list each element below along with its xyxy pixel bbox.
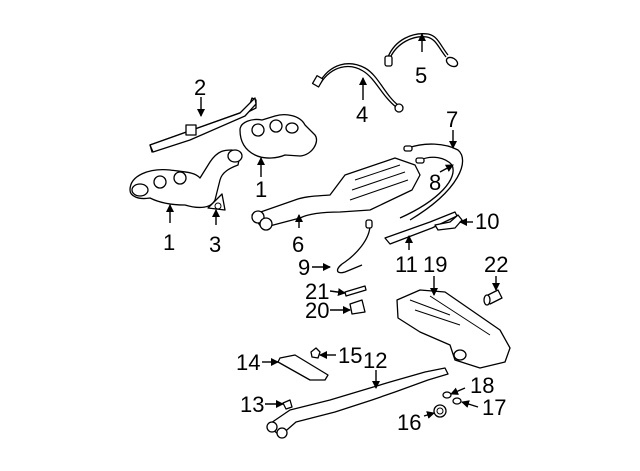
callout-3: 2 — [194, 75, 206, 100]
callout-17: 17 — [482, 395, 506, 420]
callout-5: 5 — [415, 63, 427, 88]
callout-12: 12 — [363, 348, 387, 373]
callout-10: 10 — [475, 209, 499, 234]
callout-8: 7 — [446, 107, 458, 132]
callout-13: 13 — [240, 392, 264, 417]
nut-part-15[interactable] — [310, 347, 321, 359]
heat-shield-part-3[interactable] — [149, 97, 257, 153]
callout-18: 18 — [470, 373, 494, 398]
oxygen-sensor-part-5[interactable] — [384, 33, 459, 69]
bolt-part-13[interactable] — [282, 399, 293, 410]
callout-6: 6 — [292, 232, 304, 257]
seal-part-18[interactable] — [442, 391, 452, 399]
callout-19: 19 — [423, 252, 447, 277]
callout-arrows — [166, 33, 500, 419]
callout-21: 21 — [305, 279, 329, 304]
catalytic-converter-part-6[interactable] — [251, 157, 421, 231]
callout-14: 14 — [236, 350, 260, 375]
sensor-wire-part-8[interactable] — [403, 143, 464, 221]
callout-1-right: 1 — [255, 177, 267, 202]
callout-4: 4 — [356, 102, 368, 127]
exhaust-manifold-left-part-1[interactable] — [129, 149, 243, 209]
muffler-part-19[interactable] — [396, 289, 511, 369]
callout-labels: 2 1 1 3 4 5 7 8 6 9 10 11 19 22 21 20 14… — [163, 63, 508, 435]
oxygen-sensor-part-7[interactable] — [336, 219, 373, 274]
exhaust-manifold-right-part-1[interactable] — [239, 114, 318, 159]
callout-1-left: 1 — [163, 230, 175, 255]
clamp-part-21[interactable] — [344, 285, 367, 297]
heat-shield-part-14[interactable] — [277, 354, 329, 381]
intermediate-pipe-part-12[interactable] — [266, 367, 449, 439]
callout-7: 9 — [298, 255, 310, 280]
callout-16: 16 — [397, 410, 421, 435]
callout-15: 15 — [338, 343, 362, 368]
callout-9: 8 — [429, 170, 441, 195]
oxygen-sensor-part-4[interactable] — [311, 63, 404, 113]
hanger-part-16[interactable] — [433, 404, 447, 418]
seal-part-17[interactable] — [452, 397, 462, 405]
tail-pipe-tip-part-22[interactable] — [483, 289, 503, 306]
callout-11: 11 — [395, 252, 418, 277]
hanger-part-20[interactable] — [349, 299, 366, 315]
callout-2: 3 — [209, 232, 221, 257]
callout-22: 22 — [484, 252, 508, 277]
callout-20: 20 — [305, 298, 329, 323]
